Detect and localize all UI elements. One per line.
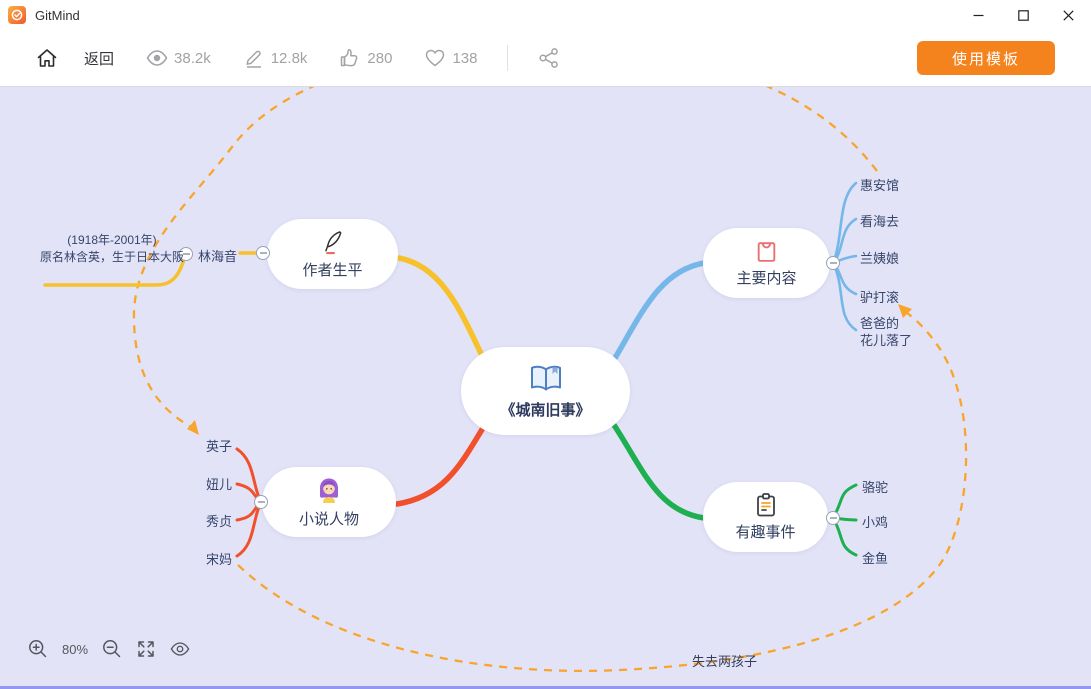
subtopic-xiuzhen[interactable]: 秀贞 bbox=[205, 514, 232, 529]
subtopic-songma[interactable]: 宋妈 bbox=[205, 552, 232, 567]
center-topic-label: 《城南旧事》 bbox=[500, 402, 591, 419]
relation-curves bbox=[132, 87, 968, 673]
subtopic-huianguan[interactable]: 惠安馆 bbox=[860, 178, 900, 193]
characters-label: 小说人物 bbox=[298, 511, 359, 528]
likes-count: 280 bbox=[367, 49, 393, 67]
minus-icon bbox=[829, 517, 837, 519]
zoom-in-icon[interactable] bbox=[28, 639, 48, 659]
content-label: 主要内容 bbox=[736, 269, 797, 287]
zoom-level: 80% bbox=[62, 641, 89, 657]
node-events[interactable]: 有趣事件 bbox=[703, 482, 828, 552]
preview-eye-icon[interactable] bbox=[170, 639, 190, 659]
minus-icon bbox=[182, 253, 190, 255]
maximize-button[interactable] bbox=[1001, 0, 1046, 30]
favorites-count: 138 bbox=[452, 49, 478, 67]
close-button[interactable] bbox=[1046, 0, 1091, 30]
subtopic-linhaiyin[interactable]: 林海音 bbox=[198, 249, 238, 264]
pencil-icon bbox=[246, 50, 261, 68]
node-characters[interactable]: 小说人物 bbox=[262, 467, 396, 537]
subtopic-yingzi[interactable]: 英子 bbox=[205, 439, 232, 454]
author-label: 作者生平 bbox=[302, 261, 363, 279]
open-book-icon bbox=[530, 365, 561, 391]
subtopic-lvdagun[interactable]: 驴打滚 bbox=[860, 290, 900, 305]
close-icon bbox=[1063, 9, 1074, 21]
views-count: 38.2k bbox=[174, 49, 211, 67]
collapse-button-events[interactable] bbox=[826, 511, 840, 525]
minimize-icon bbox=[973, 14, 984, 16]
subtopic-kanhaiqu[interactable]: 看海去 bbox=[860, 214, 900, 229]
quill-pen-icon bbox=[325, 230, 342, 254]
bag-icon bbox=[757, 241, 776, 262]
home-icon[interactable] bbox=[36, 47, 58, 69]
collapse-button-characters[interactable] bbox=[254, 495, 268, 509]
subtopic-luotuo[interactable]: 骆驼 bbox=[862, 480, 889, 495]
canvas-bottom-strip bbox=[0, 686, 1091, 689]
favorites-stat[interactable]: 138 bbox=[424, 47, 477, 69]
zoom-out-icon[interactable] bbox=[102, 639, 122, 659]
note-author-bio[interactable]: (1918年-2001年) 原名林含英，生于日本大阪 bbox=[39, 233, 184, 264]
toolbar: 返回 38.2k 12.8k 280 138 使用模板 bbox=[0, 30, 1091, 86]
share-icon[interactable] bbox=[538, 47, 560, 69]
use-template-button[interactable]: 使用模板 bbox=[917, 41, 1055, 75]
zoom-bar: 80% bbox=[28, 639, 190, 659]
events-label: 有趣事件 bbox=[735, 524, 796, 541]
eye-icon bbox=[146, 50, 168, 66]
branch-curves bbox=[394, 255, 707, 521]
thumbs-up-icon bbox=[341, 49, 358, 67]
relation-arrowheads bbox=[187, 304, 912, 435]
gitmind-logo-icon bbox=[8, 6, 26, 24]
subtopic-babade-huaerluole[interactable]: 爸爸的 花儿落了 bbox=[860, 316, 913, 348]
minus-icon bbox=[259, 252, 267, 254]
minus-icon bbox=[829, 262, 837, 264]
collapse-button-content[interactable] bbox=[826, 256, 840, 270]
minimize-button[interactable] bbox=[956, 0, 1001, 30]
title-bar: GitMind bbox=[0, 0, 1091, 30]
window-controls bbox=[956, 0, 1091, 30]
toolbar-divider bbox=[507, 45, 509, 71]
heart-icon bbox=[426, 49, 445, 67]
edits-stat: 12.8k bbox=[243, 47, 308, 69]
subtopic-niuer[interactable]: 妞儿 bbox=[205, 477, 232, 492]
likes-stat[interactable]: 280 bbox=[339, 47, 392, 69]
minus-icon bbox=[257, 501, 265, 503]
fit-screen-icon[interactable] bbox=[136, 639, 156, 659]
subtopic-lanyiniang[interactable]: 兰姨娘 bbox=[860, 251, 900, 266]
subtopic-xiaoji[interactable]: 小鸡 bbox=[862, 515, 889, 530]
clipboard-icon bbox=[756, 493, 775, 517]
node-author[interactable]: 作者生平 bbox=[267, 219, 398, 289]
edits-count: 12.8k bbox=[270, 49, 308, 67]
collapse-button-linhaiyin[interactable] bbox=[179, 247, 193, 261]
views-stat: 38.2k bbox=[146, 47, 211, 69]
maximize-icon bbox=[1018, 9, 1029, 21]
node-content[interactable]: 主要内容 bbox=[703, 228, 830, 298]
app-title: GitMind bbox=[35, 7, 80, 23]
back-button[interactable]: 返回 bbox=[84, 50, 115, 68]
girl-icon bbox=[320, 478, 338, 503]
node-center-topic[interactable]: 《城南旧事》 bbox=[461, 347, 630, 435]
collapse-button-author[interactable] bbox=[256, 246, 270, 260]
subtopic-jinyu[interactable]: 金鱼 bbox=[862, 551, 889, 566]
mindmap-canvas[interactable]: 《城南旧事》 作者生平 主要内容 小说人物 bbox=[0, 86, 1091, 689]
relation-label[interactable]: 失去两孩子 bbox=[692, 654, 758, 669]
